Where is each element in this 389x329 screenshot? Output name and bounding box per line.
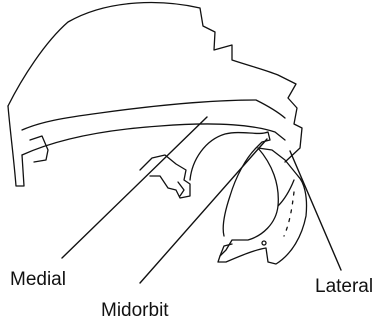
midorbit-leader-line [140,139,267,283]
lateral-wall-inner [278,180,294,206]
lateral-wall [218,148,307,264]
medial-wall-detail [178,182,184,196]
lateral-leader-line [290,151,341,270]
orbital-roof-edge [22,124,285,155]
lateral-suture [284,192,294,236]
posterior-edge [8,106,24,186]
midorbit-label: Midorbit [101,300,169,321]
medial-leader-line [62,117,207,258]
medial-label: Medial [10,269,66,290]
lateral-label: Lateral [315,276,373,297]
bone-outline [8,3,307,264]
cranial-outline [8,3,302,162]
foramen [262,241,266,245]
medial-nub [30,136,48,162]
